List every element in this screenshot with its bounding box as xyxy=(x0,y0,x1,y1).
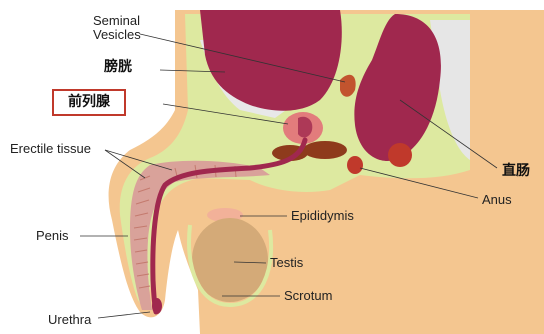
label-epididymis: Epididymis xyxy=(291,209,354,223)
anal-sphincter-a xyxy=(347,156,363,174)
anal-sphincter-b xyxy=(388,143,412,167)
urethra-opening xyxy=(152,298,162,314)
label-rectum: 直肠 xyxy=(502,164,530,179)
label-bladder: 膀胱 xyxy=(104,60,132,75)
label-penis: Penis xyxy=(36,229,69,243)
label-erectile-tissue: Erectile tissue xyxy=(10,142,91,156)
label-seminal-vesicles: Seminal Vesicles xyxy=(93,14,141,41)
pelvic-floor-b xyxy=(303,141,347,159)
label-prostate: 前列腺 xyxy=(52,89,126,116)
label-urethra: Urethra xyxy=(48,313,91,327)
label-anus: Anus xyxy=(482,193,512,207)
label-scrotum: Scrotum xyxy=(284,289,332,303)
label-testis: Testis xyxy=(270,256,303,270)
